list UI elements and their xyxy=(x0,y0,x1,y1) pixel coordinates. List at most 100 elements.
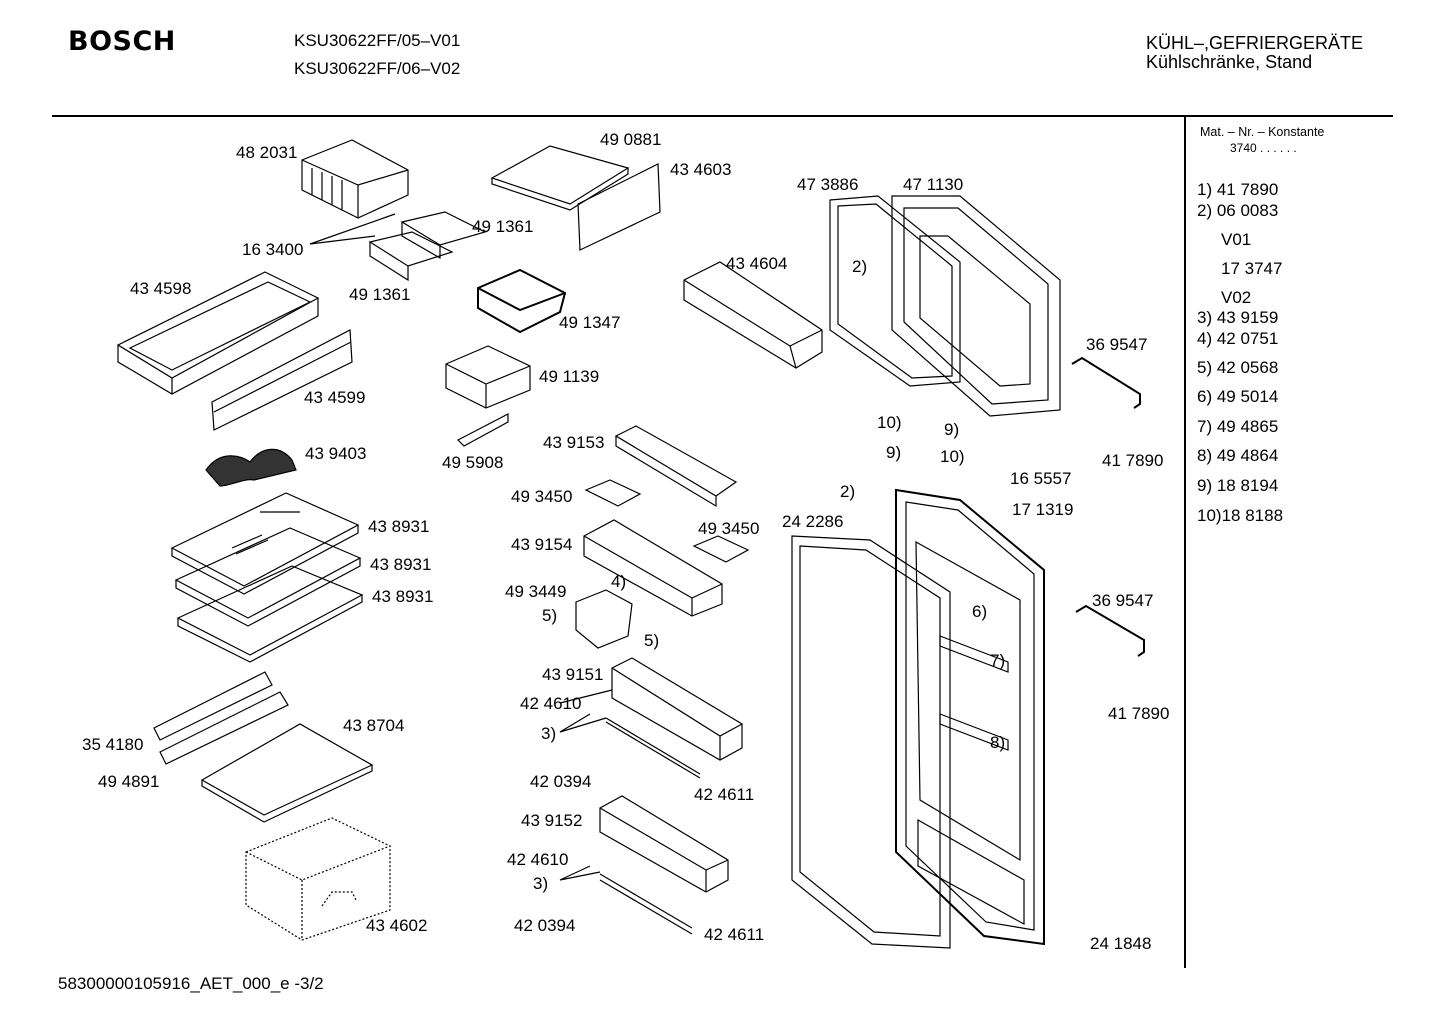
part-label: 49 1361 xyxy=(472,217,534,236)
legend-entry: 1) 41 7890 xyxy=(1197,180,1279,199)
part-label: 3) xyxy=(533,874,549,893)
part-label: 47 3886 xyxy=(797,175,859,194)
part-upper-door xyxy=(892,196,1060,416)
model-number-1: KSU30622FF/05–V01 xyxy=(294,31,461,50)
part-egg-trays xyxy=(586,480,748,562)
part-label: 36 9547 xyxy=(1092,591,1154,610)
part-holder xyxy=(478,270,565,332)
part-label: 10) xyxy=(940,447,965,466)
part-label: 42 4610 xyxy=(507,850,569,869)
legend-entry: 8) 49 4864 xyxy=(1197,446,1279,465)
legend-entry: 3) 43 9159 xyxy=(1197,308,1279,327)
part-door-bin-lower xyxy=(600,796,728,934)
part-ice-box xyxy=(302,140,408,218)
part-label: 4) xyxy=(611,572,627,591)
part-label: 43 4598 xyxy=(130,279,192,298)
part-label: 3) xyxy=(541,724,557,743)
part-panel xyxy=(578,164,660,250)
part-glass-shelves xyxy=(172,493,362,662)
legend-constant: 3740 . . . . . . xyxy=(1230,141,1297,155)
part-bottle-rack xyxy=(206,449,296,486)
part-label: 43 4602 xyxy=(366,916,428,935)
part-door-bin-middle xyxy=(606,658,742,778)
part-label: 41 7890 xyxy=(1108,704,1170,723)
part-label: 47 1130 xyxy=(903,175,964,194)
part-label: 49 0881 xyxy=(600,130,662,149)
part-label: 24 1848 xyxy=(1090,934,1152,953)
document-code: 58300000105916_AET_000_e -3/2 xyxy=(58,974,324,993)
part-label: 5) xyxy=(542,606,558,625)
part-label: 42 0394 xyxy=(530,772,592,791)
category-title: KÜHL–,GEFRIERGERÄTE xyxy=(1146,33,1364,53)
part-label: 6) xyxy=(972,602,988,621)
part-label: 42 4611 xyxy=(694,785,755,804)
part-label: 43 8704 xyxy=(343,716,405,735)
part-label: 43 8931 xyxy=(372,587,434,606)
part-label: 5) xyxy=(644,631,660,650)
part-label: 49 4891 xyxy=(98,772,160,791)
part-label: 49 1347 xyxy=(559,313,621,332)
part-strips xyxy=(154,672,288,764)
part-label: 7) xyxy=(990,651,1006,670)
legend-entry: 6) 49 5014 xyxy=(1197,387,1279,406)
part-label: 2) xyxy=(852,257,868,276)
part-small-drawer xyxy=(446,346,530,408)
part-label: 17 1319 xyxy=(1012,500,1074,519)
part-label: 48 2031 xyxy=(236,143,298,162)
part-label: 49 3450 xyxy=(698,519,760,538)
part-upper-door-seal xyxy=(830,196,960,386)
part-ice-trays xyxy=(370,212,485,280)
part-label: 2) xyxy=(840,482,856,501)
part-label: 49 3450 xyxy=(511,487,573,506)
header-divider xyxy=(52,115,1393,117)
part-label: 36 9547 xyxy=(1086,335,1148,354)
part-label: 43 9151 xyxy=(542,665,604,684)
part-label: 9) xyxy=(886,443,902,462)
part-label: 43 4604 xyxy=(726,254,788,273)
part-label: 42 4611 xyxy=(704,925,765,944)
part-label: 49 3449 xyxy=(505,582,567,601)
part-door-bin-upper xyxy=(684,262,822,368)
part-label: 43 9153 xyxy=(543,433,605,452)
legend-entry: 2) 06 0083 xyxy=(1197,201,1279,220)
part-handles xyxy=(1072,358,1144,656)
part-label: 43 8931 xyxy=(370,555,432,574)
part-label: 43 9152 xyxy=(521,811,583,830)
part-label: 43 4603 xyxy=(670,160,732,179)
legend-entry: 10)18 8188 xyxy=(1197,506,1284,525)
legend-entry: 5) 42 0568 xyxy=(1197,358,1279,377)
legend-entry: 17 3747 xyxy=(1221,259,1283,278)
part-label: 8) xyxy=(990,733,1006,752)
part-label: 35 4180 xyxy=(82,735,144,754)
part-flap xyxy=(212,330,352,430)
part-egg-shelf xyxy=(616,426,736,506)
part-label: 41 7890 xyxy=(1102,451,1164,470)
part-compartment xyxy=(584,520,722,616)
part-label: 16 5557 xyxy=(1010,469,1072,488)
model-number-2: KSU30622FF/06–V02 xyxy=(294,59,461,78)
part-label: 16 3400 xyxy=(242,240,304,259)
leader-lines xyxy=(310,214,612,880)
part-cover-plate xyxy=(492,146,628,210)
brand-logo: BOSCH xyxy=(68,26,176,57)
part-lower-door-seal xyxy=(792,536,950,948)
part-crisper-drawer xyxy=(246,818,390,940)
legend-entry: V02 xyxy=(1221,288,1252,307)
legend-entry: 7) 49 4865 xyxy=(1197,417,1279,436)
part-label: 24 2286 xyxy=(782,512,844,531)
part-small-flap xyxy=(576,590,632,648)
category-subtitle: Kühlschränke, Stand xyxy=(1146,52,1313,72)
part-label: 42 4610 xyxy=(520,694,582,713)
part-label: 43 4599 xyxy=(304,388,366,407)
legend-entry: 4) 42 0751 xyxy=(1197,329,1279,348)
part-label: 43 9403 xyxy=(305,444,367,463)
part-label: 49 1139 xyxy=(539,367,600,386)
legend-heading: Mat. – Nr. – Konstante xyxy=(1200,125,1325,139)
legend-divider xyxy=(1184,115,1186,968)
part-glass-plate xyxy=(202,724,372,822)
legend-entry: V01 xyxy=(1221,230,1252,249)
part-label: 43 9154 xyxy=(511,535,573,554)
part-lower-door xyxy=(896,490,1044,944)
part-label: 43 8931 xyxy=(368,517,430,536)
